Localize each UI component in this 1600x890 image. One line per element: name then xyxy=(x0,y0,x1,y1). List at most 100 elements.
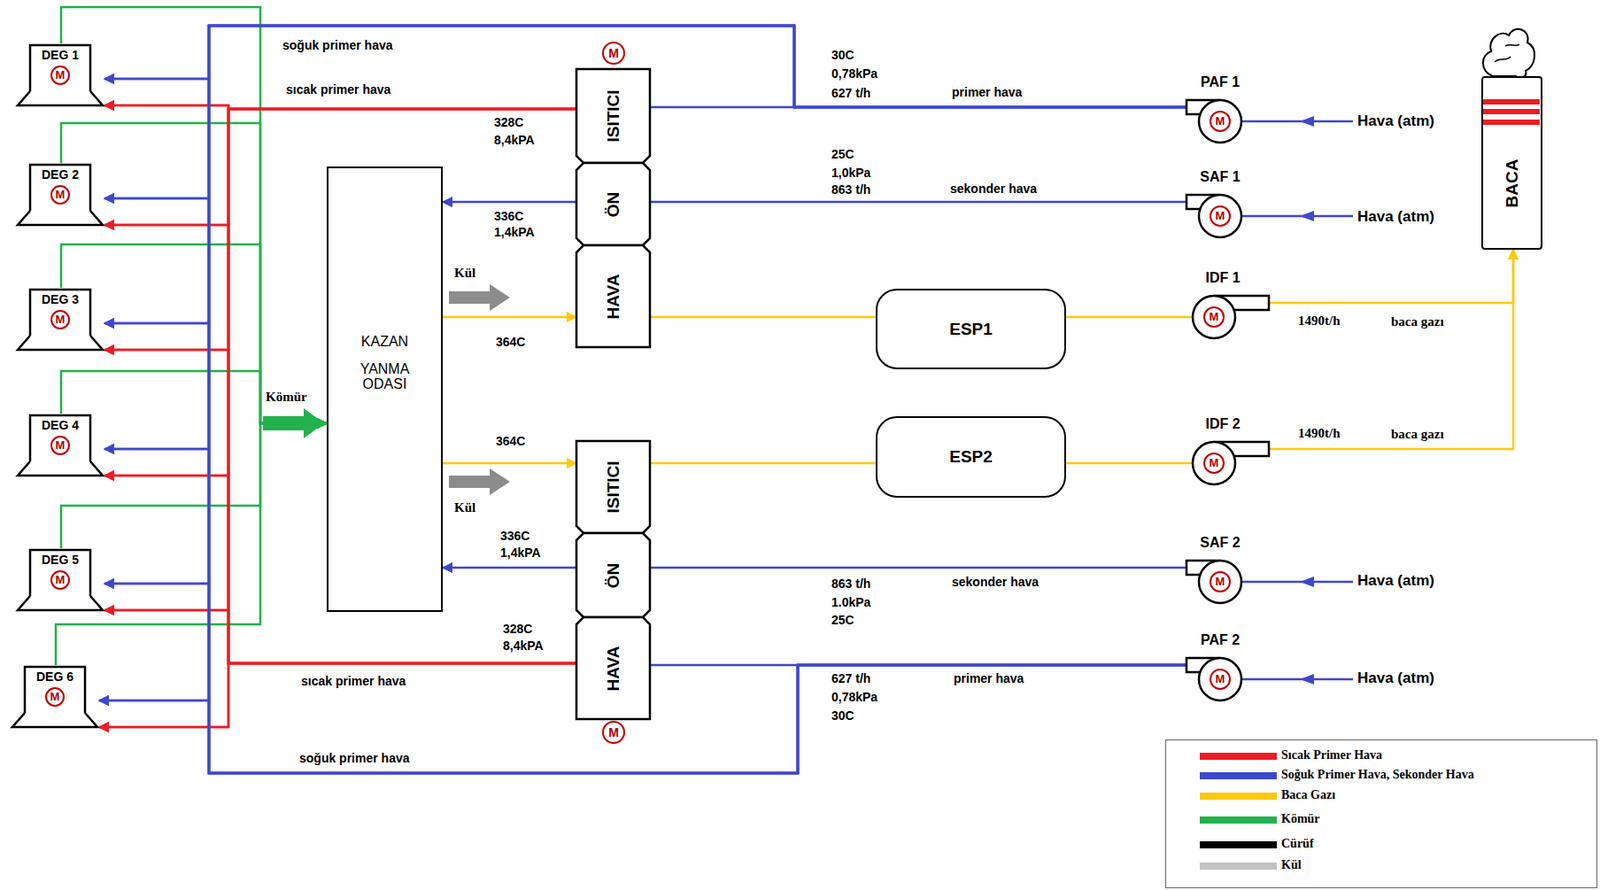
flow-label: sekonder hava xyxy=(950,181,1037,196)
process-value: Kül xyxy=(454,265,476,281)
mill-outline xyxy=(12,666,98,727)
process-value: 1,0kPa xyxy=(831,165,871,180)
flow-label: sekonder hava xyxy=(951,574,1039,589)
process-value: 30C xyxy=(831,47,855,62)
fan-name: SAF 2 xyxy=(1184,534,1256,551)
flow-line xyxy=(99,108,577,727)
process-value: Kömür xyxy=(265,389,308,405)
air-inlet xyxy=(1241,120,1353,124)
legend-text: Cürüf xyxy=(1281,836,1315,851)
mill-outline xyxy=(17,45,103,106)
heater-outline xyxy=(576,440,650,534)
motor-letter: M xyxy=(602,45,625,62)
fan-housing xyxy=(1198,560,1242,603)
flow-line xyxy=(104,25,1187,449)
flow-line xyxy=(649,566,1187,570)
air-source-label: Hava (atm) xyxy=(1357,571,1435,590)
air-inlet xyxy=(1241,215,1353,218)
coal-mill: DEG 3M xyxy=(15,287,105,352)
fan: SAF 1M xyxy=(1186,169,1263,242)
motor-letter: M xyxy=(51,438,70,453)
heater-section-name: ÖN xyxy=(603,191,624,217)
flow-line xyxy=(442,462,577,465)
flow-line xyxy=(61,123,327,424)
boiler-box: KAZANYANMA ODASI xyxy=(326,166,443,612)
flow-line xyxy=(104,78,1187,773)
flow-line xyxy=(99,25,1187,701)
motor-symbol xyxy=(51,310,70,329)
air-arrow xyxy=(1299,210,1315,222)
motor-symbol xyxy=(1204,307,1224,327)
motor-letter: M xyxy=(51,187,70,202)
legend-text: Soğuk Primer Hava, Sekonder Hava xyxy=(1281,767,1475,782)
process-value: 627 t/h xyxy=(831,85,871,101)
heater-outline xyxy=(576,162,650,246)
process-value: 25C xyxy=(831,612,855,627)
heater-section-name: ISITICI xyxy=(603,89,624,142)
flow-line xyxy=(1268,249,1514,303)
legend-swatch xyxy=(1199,841,1277,849)
chimney-name: BACA xyxy=(1502,159,1523,209)
fan: PAF 2M xyxy=(1186,632,1263,705)
flow-line xyxy=(61,7,327,424)
motor-symbol xyxy=(46,687,64,706)
fan-name: PAF 1 xyxy=(1184,74,1256,91)
precipitator-name: ESP2 xyxy=(949,447,993,467)
process-value: 863 t/h xyxy=(831,182,871,197)
heater-section-name: HAVA xyxy=(603,273,624,319)
process-value: 364C xyxy=(495,433,526,449)
motor-letter: M xyxy=(1211,672,1229,687)
chimney: BACA xyxy=(1481,76,1543,250)
coal-mill: DEG 2 M xyxy=(15,162,105,227)
air-arrow xyxy=(1299,115,1315,127)
fan: SAF 2M xyxy=(1186,534,1263,608)
mill-name: DEG 2 xyxy=(30,167,91,182)
motor-letter: M xyxy=(46,689,64,704)
flow-line xyxy=(104,25,1187,584)
mill-outline xyxy=(17,289,103,350)
process-value: 1490t/h xyxy=(1298,425,1341,441)
electrostatic-precipitator: ESP1 xyxy=(875,288,1067,370)
flow-label: soğuk primer hava xyxy=(299,750,410,766)
motor-symbol xyxy=(51,185,70,204)
flow-line xyxy=(104,105,577,664)
air-source-label: Hava (atm) xyxy=(1357,208,1435,226)
legend-box: Sıcak Primer HavaSoğuk Primer Hava, Seko… xyxy=(1165,739,1598,889)
flow-line xyxy=(104,323,1187,773)
fan-housing xyxy=(1192,295,1236,339)
legend-swatch xyxy=(1199,792,1277,800)
process-value: Kül xyxy=(454,500,476,516)
flow-line xyxy=(649,316,876,319)
flow-line xyxy=(104,610,577,664)
coal-mill: DEG 1M xyxy=(15,43,105,108)
air-inlet xyxy=(1241,580,1353,584)
motor-symbol xyxy=(1210,571,1230,592)
heater-section-name: HAVA xyxy=(603,645,624,691)
motor-letter: M xyxy=(51,572,70,588)
motor-letter: M xyxy=(1205,456,1223,471)
heater-outline xyxy=(576,69,650,163)
heater-outline xyxy=(576,245,650,348)
fan: PAF 1M xyxy=(1186,74,1263,147)
process-value: 30C xyxy=(831,708,855,723)
flow-line xyxy=(1066,316,1193,319)
mill-name: DEG 4 xyxy=(30,417,91,433)
motor-letter: M xyxy=(51,312,70,327)
air-source-label: Hava (atm) xyxy=(1357,669,1435,688)
flow-label: sıcak primer hava xyxy=(301,673,406,688)
fan-housing xyxy=(1198,194,1242,238)
process-value: 25C xyxy=(831,146,855,162)
motor-symbol xyxy=(602,721,625,743)
air-inlet xyxy=(1241,678,1353,681)
process-value: 328C xyxy=(502,621,533,636)
fan: IDF 2M xyxy=(1192,416,1269,489)
flow-line xyxy=(61,423,327,549)
air-arrow xyxy=(1299,576,1315,588)
air-heater-section: ISITICI xyxy=(576,69,650,163)
coal-mill: DEG 4 M xyxy=(15,413,105,478)
heater-outline xyxy=(576,533,650,618)
flow-label: soğuk primer hava xyxy=(282,38,394,53)
coal-mill: DEG 5M xyxy=(15,548,105,612)
flow-line xyxy=(649,462,876,465)
flow-line xyxy=(104,198,1187,773)
